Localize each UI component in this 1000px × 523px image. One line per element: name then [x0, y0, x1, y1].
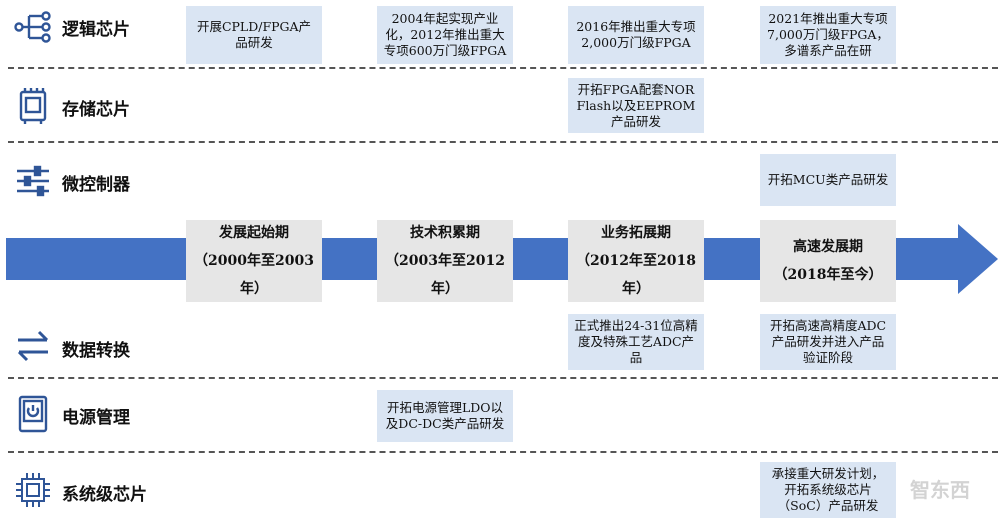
category-label: 电源管理: [62, 408, 130, 428]
category-label: 逻辑芯片: [62, 20, 130, 40]
phase-name: 高速发展期: [793, 239, 863, 255]
milestone-box: 开拓FPGA配套NOR Flash以及EEPROM产品研发: [568, 78, 704, 133]
row-divider: [8, 451, 998, 453]
watermark: 智东西: [910, 478, 970, 502]
network-icon: [14, 11, 51, 43]
milestone-box: 2016年推出重大专项2,000万门级FPGA: [568, 6, 704, 64]
phase-name: 业务拓展期: [601, 225, 671, 241]
category-label: 微控制器: [62, 175, 130, 195]
category-label: 存储芯片: [62, 100, 130, 120]
milestone-box: 2021年推出重大专项7,000万门级FPGA，多谱系产品在研: [760, 6, 896, 64]
milestone-box: 开拓电源管理LDO以及DC-DC类产品研发: [377, 390, 513, 442]
milestone-box: 承接重大研发计划，开拓系统级芯片（SoC）产品研发: [760, 462, 896, 518]
phase-box: 技术积累期 （2003年至2012年）: [377, 220, 513, 302]
row-divider: [8, 141, 998, 143]
exchange-arrows-icon: [17, 330, 49, 362]
phase-name: 发展起始期: [219, 225, 289, 241]
power-icon: [18, 395, 48, 433]
sliders-icon: [17, 165, 49, 197]
phase-box: 业务拓展期 （2012年至2018年）: [568, 220, 704, 302]
phase-period: （2003年至2012年）: [385, 253, 505, 297]
category-label: 系统级芯片: [62, 485, 147, 505]
memory-chip-icon: [19, 88, 47, 124]
phase-period: （2012年至2018年）: [576, 253, 696, 297]
milestone-box: 开展CPLD/FPGA产品研发: [186, 6, 322, 64]
category-label: 数据转换: [62, 341, 130, 361]
milestone-box: 正式推出24-31位高精度及特殊工艺ADC产品: [568, 314, 704, 370]
milestone-box: 开拓MCU类产品研发: [760, 154, 896, 206]
cpu-chip-icon: [16, 473, 50, 507]
phase-box: 高速发展期 （2018年至今）: [760, 220, 896, 302]
row-divider: [8, 67, 998, 69]
milestone-box: 开拓高速高精度ADC产品研发并进入产品验证阶段: [760, 314, 896, 370]
phase-name: 技术积累期: [410, 225, 480, 241]
milestone-box: 2004年起实现产业化，2012年推出重大专项600万门级FPGA: [377, 6, 513, 64]
phase-box: 发展起始期 （2000年至2003年）: [186, 220, 322, 302]
row-divider: [8, 377, 998, 379]
phase-period: （2000年至2003年）: [194, 253, 314, 297]
phase-period: （2018年至今）: [773, 267, 883, 283]
